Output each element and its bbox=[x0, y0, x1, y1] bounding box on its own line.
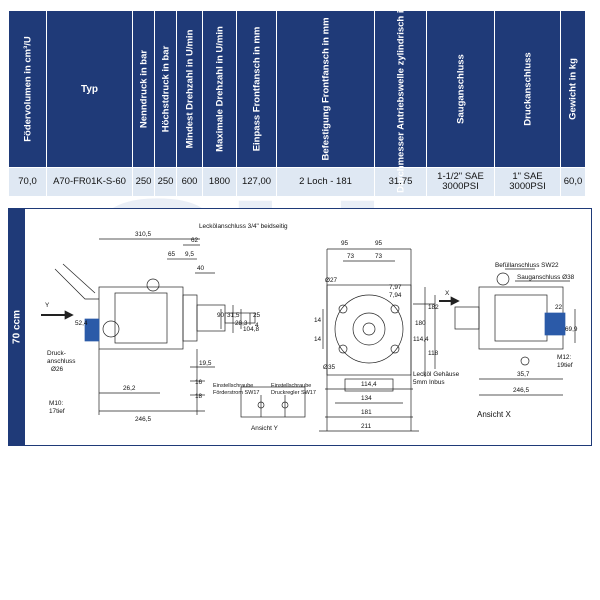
drawing-labels: Leckölanschluss 3/4" beidseitig 310,5 62… bbox=[45, 223, 578, 432]
label-druck2: anschluss bbox=[47, 358, 75, 365]
dim-16: 16 bbox=[195, 379, 203, 386]
dim-246-5-left: 246,5 bbox=[135, 416, 151, 423]
label-befuell: Befüllanschluss SW22 bbox=[495, 262, 559, 269]
dim-181: 181 bbox=[361, 409, 372, 416]
header-befestigung: Befestigung Frontfansch in mm bbox=[276, 10, 375, 168]
dim-40: 40 bbox=[197, 265, 205, 272]
technical-drawing: 70 ccm bbox=[8, 208, 592, 446]
dim-90: 90 bbox=[217, 312, 225, 319]
label-e2: Förderstrom SW17 bbox=[213, 390, 259, 396]
header-typ: Typ bbox=[46, 10, 133, 168]
header-nenndruck: Nenndruck in bar bbox=[132, 10, 155, 168]
header-durchmesser: Durchmesser Antriebswelle zylindrisch in… bbox=[374, 0, 427, 193]
dim-26-2: 26,2 bbox=[123, 385, 136, 392]
dim-28-3: 28,3 bbox=[235, 320, 248, 327]
label-e4: Druckregler SW17 bbox=[271, 390, 316, 396]
dim-114-4-a: 114,4 bbox=[361, 381, 377, 388]
dim-246-5-right: 246,5 bbox=[513, 387, 529, 394]
dim-7-97: 7,97 bbox=[389, 284, 402, 291]
header-max-drehzahl: Maximale Drehzahl in U/min bbox=[202, 10, 237, 168]
dim-7-94: 7,94 bbox=[389, 292, 402, 299]
dim-180: 180 bbox=[415, 320, 426, 327]
cell-nenndruck: 250 bbox=[132, 167, 155, 197]
dim-22: 22 bbox=[555, 304, 563, 311]
drawing-side-label: 70 ccm bbox=[9, 209, 25, 445]
label-m12a: M12: bbox=[557, 354, 571, 361]
header-foerdervolumen: Födervolumen in cm³/U bbox=[8, 10, 47, 168]
dim-18: 18 bbox=[195, 393, 203, 400]
cell-foerdervolumen: 70,0 bbox=[8, 167, 47, 197]
dim-69-9: 69,9 bbox=[565, 326, 578, 333]
label-e1: Einstellschraube bbox=[213, 383, 253, 389]
dim-118: 118 bbox=[428, 350, 439, 357]
dim-d35: Ø35 bbox=[323, 364, 336, 371]
dim-95-b: 95 bbox=[375, 240, 383, 247]
cell-mindest-drehzahl: 600 bbox=[176, 167, 203, 197]
label-lg2: 5mm Inbus bbox=[413, 379, 445, 386]
cell-befestigung: 2 Loch - 181 bbox=[276, 167, 375, 197]
dim-65: 65 bbox=[168, 251, 176, 258]
label-m10b: 17tief bbox=[49, 408, 65, 415]
cell-typ: A70-FR01K-S-60 bbox=[46, 167, 133, 197]
pressure-port bbox=[84, 318, 100, 342]
label-ansicht-y: Ansicht Y bbox=[251, 425, 279, 432]
pump-body-side bbox=[98, 286, 184, 350]
dim-182: 182 bbox=[428, 304, 439, 311]
cell-druckanschluss: 1" SAE 3000PSI bbox=[494, 167, 561, 197]
dim-310: 310,5 bbox=[135, 231, 151, 238]
cell-durchmesser: 31,75 bbox=[374, 167, 427, 197]
leak-port-top bbox=[146, 278, 160, 292]
label-saug: Sauganschluss Ø38 bbox=[517, 274, 575, 281]
label-y: Y bbox=[45, 302, 50, 309]
cell-hoechstdruck: 250 bbox=[154, 167, 177, 197]
dim-d27: Ø27 bbox=[325, 277, 338, 284]
label-m12b: 19tief bbox=[557, 362, 573, 369]
spec-table: Födervolumen in cm³/U Typ Nenndruck in b… bbox=[8, 0, 586, 197]
header-sauganschluss: Sauganschluss bbox=[426, 10, 495, 168]
table-row: 70,0 A70-FR01K-S-60 250 250 600 1800 127… bbox=[8, 167, 586, 197]
label-lg1: Lecköl Gehäuse bbox=[413, 371, 460, 378]
header-mindest-drehzahl: Mindest Drehzahl in U/min bbox=[176, 10, 203, 168]
dim-62: 62 bbox=[191, 237, 199, 244]
dim-73-a: 73 bbox=[347, 253, 355, 260]
dim-104-8: 104,8 bbox=[243, 326, 259, 333]
label-leak: Leckölanschluss 3/4" beidseitig bbox=[199, 223, 288, 230]
label-ansicht-x: Ansicht X bbox=[477, 410, 511, 419]
dim-211: 211 bbox=[361, 423, 372, 430]
header-gewicht: Gewicht in kg bbox=[560, 10, 586, 168]
header-hoechstdruck: Höchstdruck in bar bbox=[154, 10, 177, 168]
drawing-svg: Leckölanschluss 3/4" beidseitig 310,5 62… bbox=[41, 223, 578, 432]
label-druck1: Druck- bbox=[47, 350, 66, 357]
dim-9-5: 9,5 bbox=[185, 251, 194, 258]
dim-14-a: 14 bbox=[314, 317, 322, 324]
dim-73-b: 73 bbox=[375, 253, 383, 260]
dim-114-4-b: 114,4 bbox=[413, 336, 429, 343]
header-druckanschluss: Druckanschluss bbox=[494, 10, 561, 168]
pump-body-inner bbox=[114, 292, 168, 344]
label-e3: Einstellschraube bbox=[271, 383, 311, 389]
dim-4: 4 bbox=[255, 322, 259, 329]
cell-max-drehzahl: 1800 bbox=[202, 167, 237, 197]
cell-gewicht: 60,0 bbox=[560, 167, 586, 197]
cell-sauganschluss: 1-1/2" SAE 3000PSI bbox=[426, 167, 495, 197]
dim-134: 134 bbox=[361, 395, 372, 402]
suction-port bbox=[544, 312, 566, 336]
dim-14-b: 14 bbox=[314, 336, 322, 343]
dim-52-4: 52,4 bbox=[75, 320, 88, 327]
label-m10a: M10: bbox=[49, 400, 63, 407]
label-druck3: Ø26 bbox=[51, 366, 64, 373]
front-flange bbox=[334, 294, 404, 364]
label-x: X bbox=[445, 290, 450, 297]
dim-25: 25 bbox=[253, 312, 261, 319]
header-einpass: Einpass Frontfansch in mm bbox=[236, 10, 277, 168]
view-y-box bbox=[240, 386, 306, 418]
cell-einpass: 127,00 bbox=[236, 167, 277, 197]
dim-31-5: 31,5 bbox=[227, 312, 240, 319]
dim-19-5: 19,5 bbox=[199, 360, 212, 367]
dim-35-7: 35,7 bbox=[517, 371, 530, 378]
dim-95-a: 95 bbox=[341, 240, 349, 247]
